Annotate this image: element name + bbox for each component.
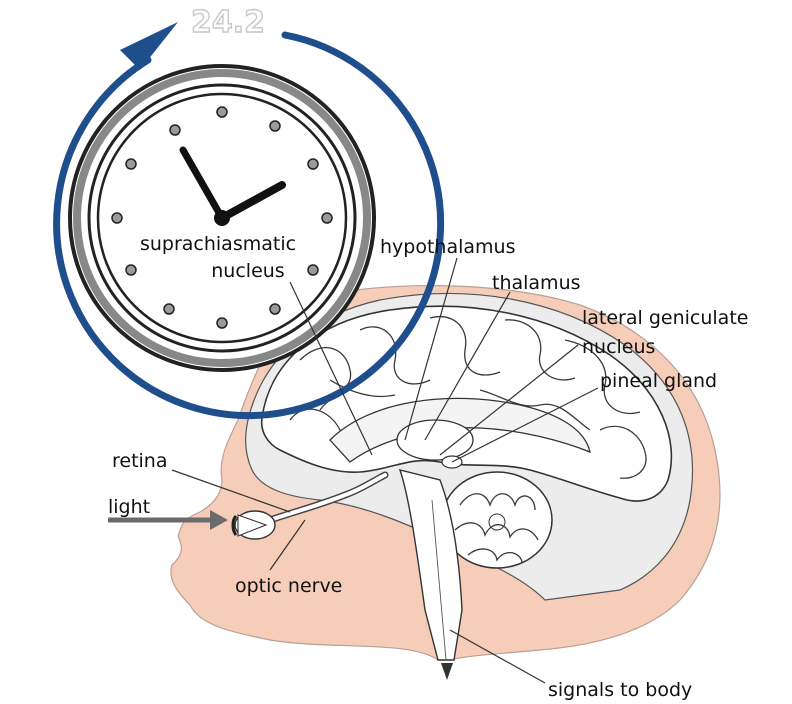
signal-arrowhead [441,663,453,680]
label-thalamus: thalamus [492,272,581,294]
label-pineal-gland: pineal gland [600,370,717,392]
label-signals-to-body: signals to body [548,679,692,701]
cycle-hours: 24.2 [191,5,265,40]
label-retina: retina [112,450,168,472]
clock-icon [70,66,374,370]
label-scn-line2: nucleus [211,260,284,282]
label-light: light [108,496,150,518]
label-scn-line1: suprachiasmatic [140,233,296,255]
label-lgn-line2: nucleus [582,336,655,358]
label-lgn-line1: lateral geniculate [582,307,748,329]
label-optic-nerve: optic nerve [235,575,342,597]
cerebellum [442,472,552,568]
label-hypothalamus: hypothalamus [380,236,515,258]
